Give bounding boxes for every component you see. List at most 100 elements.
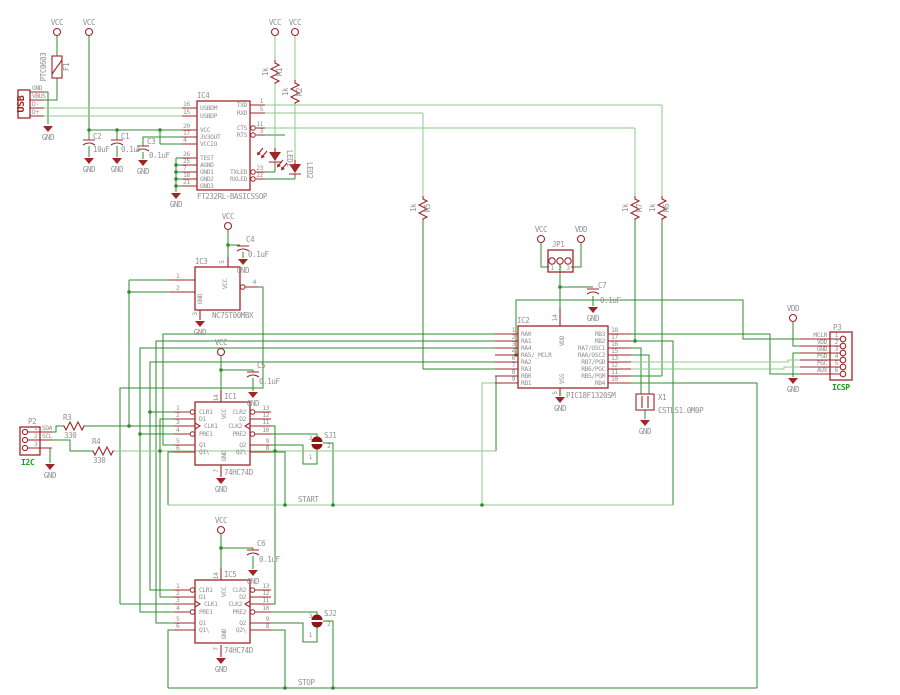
ic1-pin-q1: Q1	[199, 442, 206, 449]
ic4-pin-test: TEST	[200, 155, 214, 162]
gnd-label-c1: GND	[111, 165, 124, 174]
c4-value: 0.1uF	[248, 250, 269, 259]
ic2-value: PIC18F1320SM	[566, 391, 616, 400]
usb-connector[interactable]	[17, 89, 44, 119]
x1-name: X1	[658, 393, 666, 402]
sj1-num-2: 2	[327, 443, 331, 450]
vcc-label-f1: VCC	[51, 18, 63, 27]
ic5-pin-clk1: CLK1	[204, 601, 218, 608]
r1-value: 1k	[261, 67, 270, 76]
wires[interactable]	[44, 36, 800, 689]
ic2-pin-ra5: RA5/_MCLR	[521, 352, 552, 359]
ic4-num-23: 23	[256, 165, 263, 172]
ic5-num-2: 2	[176, 590, 180, 597]
ic2-pin-rb0: RB0	[521, 373, 532, 380]
jp1-num-2: 2	[558, 265, 562, 272]
ic4-pin-agnd: AGND	[200, 162, 214, 169]
ic5-pin-q1n: Q1\	[199, 627, 210, 634]
ic2-name: IC2	[517, 316, 529, 325]
ic5-num-11: 11	[262, 597, 269, 604]
ic2-num-1: 1	[512, 327, 516, 334]
p2-type: I2C	[21, 458, 35, 467]
usb-pin-gnd: GND	[32, 85, 43, 92]
ic1-flipflop[interactable]	[174, 390, 271, 477]
c5-name: C5	[257, 361, 265, 370]
sj1-num-3: 3	[309, 435, 313, 442]
ic1-num-4: 4	[176, 427, 180, 434]
ic4-num-25: 25	[183, 158, 190, 165]
p2-num-2: 2	[34, 433, 38, 440]
resistors[interactable]	[63, 60, 668, 457]
ic3-num-1: 1	[176, 273, 180, 280]
c2-value: 10uF	[93, 145, 110, 154]
f1-name: F1	[62, 63, 71, 71]
ic1-pin-clr1: CLR1	[199, 409, 213, 416]
ic2-num-8: 8	[512, 369, 516, 376]
p3-type: ICSP	[832, 383, 850, 392]
ic2-num-10: 10	[611, 376, 618, 383]
ic4-ft232rl[interactable]	[182, 100, 265, 191]
net-stop: STOP	[298, 678, 315, 687]
p3-pin-aux: AUX	[817, 367, 828, 374]
r3-name: R3	[63, 413, 71, 422]
p2-pin-scl: SCL	[42, 433, 53, 440]
ic2-pin-rb5: RB5/PGM	[581, 373, 605, 380]
ic5-num-10: 10	[262, 605, 269, 612]
ic1-pin-vcc: VCC	[221, 408, 228, 419]
ic2-pin-ra1: RA1	[521, 338, 532, 345]
ic1-num-12: 12	[262, 412, 269, 419]
p3-num-2: 2	[835, 339, 839, 346]
ic3-num-4: 4	[253, 279, 257, 286]
ic4-pin-vcc: VCC	[200, 127, 211, 134]
c2-name: C2	[93, 132, 101, 141]
ic5-flipflop[interactable]	[174, 568, 271, 657]
p3-num-3: 3	[835, 346, 839, 353]
p3-icsp-header[interactable]	[800, 331, 853, 381]
ic2-num-16: 16	[611, 341, 618, 348]
ic4-pin-gnd2: GND2	[200, 176, 214, 183]
p2-i2c-header[interactable]	[19, 426, 52, 456]
ic2-pic[interactable]	[495, 308, 631, 396]
ic1-pin-pre2: PRE2	[232, 431, 246, 438]
power-symbols	[52, 27, 798, 535]
sj1-num-1: 1	[309, 454, 313, 461]
ic3-nand[interactable]	[170, 257, 258, 320]
x1-resonator[interactable]	[635, 393, 655, 411]
ic5-num-7: 7	[213, 647, 220, 651]
ic1-pin-pre1: PRE1	[199, 431, 213, 438]
ic5-num-12: 12	[262, 590, 269, 597]
gnd-label-ic2: GND	[554, 404, 567, 413]
sj2-solder-jumper[interactable]	[311, 614, 323, 628]
ic4-num-17: 17	[183, 130, 190, 137]
ic5-pin-q2: Q2	[239, 620, 246, 627]
sj2-num-1: 1	[309, 632, 313, 639]
sj1-solder-jumper[interactable]	[311, 436, 323, 450]
sj2-num-3: 3	[309, 613, 313, 620]
ic3-num-2: 2	[176, 285, 180, 292]
ic5-num-5: 5	[176, 616, 180, 623]
p3-pin-vdd: VDD	[817, 339, 828, 346]
led2[interactable]	[277, 159, 301, 175]
jp1-jumper[interactable]	[547, 249, 574, 273]
ic4-pin-cts: CTS	[237, 125, 248, 132]
ic4-num-26: 26	[183, 151, 190, 158]
ic3-name: IC3	[195, 257, 207, 266]
ic4-num-22: 22	[256, 172, 263, 179]
c5-value: 0.1uF	[259, 377, 280, 386]
wires-light[interactable]	[44, 36, 800, 506]
gnd-label-c4: GND	[237, 266, 250, 275]
ic2-pin-ra6: RA6/OSC2	[578, 352, 606, 359]
ic4-pin-rxd: RXD	[237, 110, 248, 117]
ic2-pin-rb3: RB3	[595, 331, 606, 338]
ic5-pin-pre1: PRE1	[199, 609, 213, 616]
p3-pin-pgc: PGC	[817, 360, 828, 367]
sj1-name: SJ1	[324, 431, 336, 440]
f1-fuse[interactable]	[51, 55, 63, 79]
ic5-num-1: 1	[176, 583, 180, 590]
led1[interactable]	[257, 147, 281, 163]
f1-value: PTC0603	[39, 53, 48, 82]
c1-value: 0.1uF	[121, 145, 142, 154]
ic4-num-1: 1	[260, 98, 264, 105]
capacitors[interactable]	[82, 139, 600, 556]
